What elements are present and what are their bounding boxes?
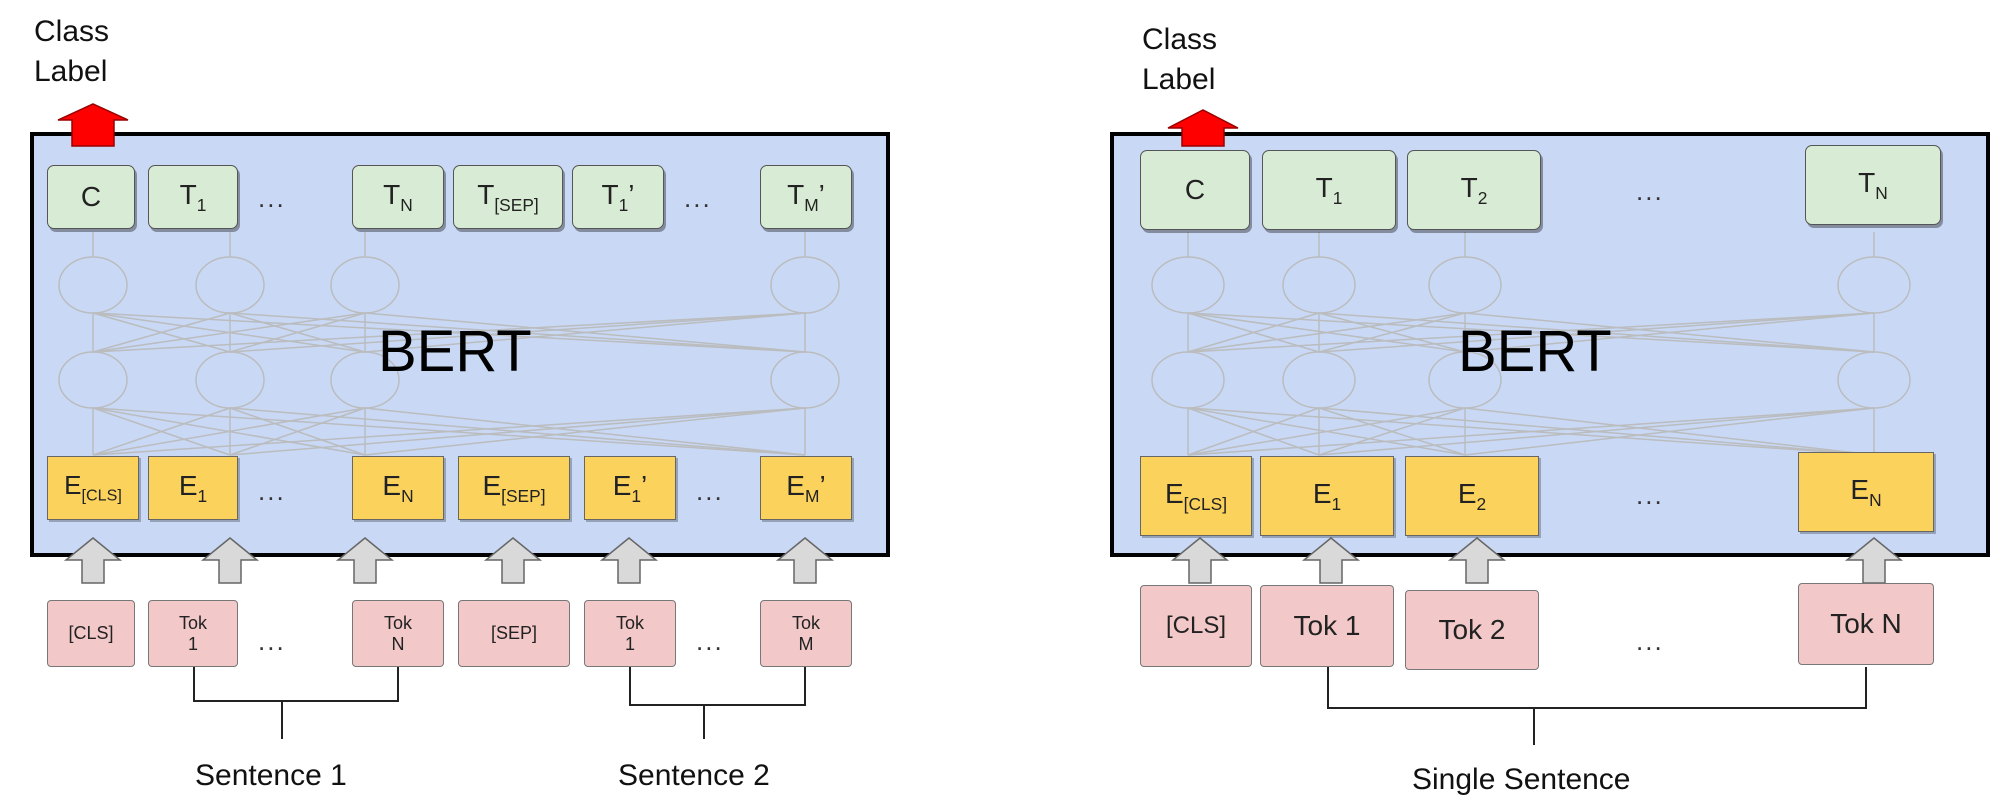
network-wires bbox=[57, 103, 840, 739]
bert-title: BERT bbox=[378, 319, 532, 384]
class-label-text: Class Label bbox=[34, 15, 110, 88]
input-ellipsis: ... bbox=[258, 626, 286, 656]
output-token-t1-prime: T1’ bbox=[572, 165, 664, 229]
class-label-text: Class Label bbox=[1142, 23, 1218, 96]
input-token-sep: [SEP] bbox=[458, 600, 570, 667]
sentence-2-label: Sentence 2 bbox=[618, 759, 770, 792]
sentence-pair-diagram: Class Label bbox=[30, 15, 890, 792]
sentence-1-label: Sentence 1 bbox=[195, 759, 347, 792]
embedding-ellipsis: ... bbox=[1636, 480, 1664, 510]
embedding-e1: E1 bbox=[148, 456, 238, 520]
output-token-tn: TN bbox=[1805, 145, 1941, 225]
embedding-e1-prime: E1’ bbox=[584, 456, 676, 520]
input-token-tok1: Tok 1 bbox=[1260, 585, 1394, 667]
output-ellipsis-2: ... bbox=[684, 183, 712, 213]
output-ellipsis: ... bbox=[1636, 176, 1664, 206]
input-token-cls: [CLS] bbox=[1140, 585, 1252, 667]
output-token-tn: TN bbox=[352, 165, 444, 229]
embedding-ecls: E[CLS] bbox=[47, 456, 139, 520]
input-ellipsis-2: ... bbox=[696, 626, 724, 656]
embedding-ellipsis-2: ... bbox=[696, 476, 724, 506]
input-token-tok2: Tok 2 bbox=[1405, 590, 1539, 670]
input-ellipsis: ... bbox=[1636, 626, 1664, 656]
embedding-en: EN bbox=[1798, 452, 1934, 532]
output-token-t1: T1 bbox=[1262, 150, 1396, 230]
embedding-em-prime: EM’ bbox=[760, 456, 852, 520]
embedding-esep: E[SEP] bbox=[458, 456, 570, 520]
output-token-t1: T1 bbox=[148, 165, 238, 229]
output-token-c: C bbox=[1140, 150, 1250, 230]
input-token-tokn: Tok N bbox=[1798, 583, 1934, 665]
output-ellipsis: ... bbox=[258, 183, 286, 213]
embedding-e1: E1 bbox=[1260, 456, 1394, 536]
single-sentence-diagram: Class Label bbox=[1100, 0, 2000, 811]
output-token-tsep: T[SEP] bbox=[453, 165, 563, 229]
bert-title: BERT bbox=[1458, 319, 1612, 384]
embedding-ecls: E[CLS] bbox=[1140, 456, 1252, 536]
input-token-cls: [CLS] bbox=[47, 600, 135, 667]
embedding-en: EN bbox=[352, 456, 444, 520]
output-token-t2: T2 bbox=[1407, 150, 1541, 230]
network-wires bbox=[1151, 109, 1911, 745]
single-sentence-label: Single Sentence bbox=[1412, 763, 1631, 796]
output-token-c: C bbox=[47, 165, 135, 229]
output-token-tm-prime: TM’ bbox=[760, 165, 852, 229]
embedding-e2: E2 bbox=[1405, 456, 1539, 536]
embedding-ellipsis: ... bbox=[258, 476, 286, 506]
